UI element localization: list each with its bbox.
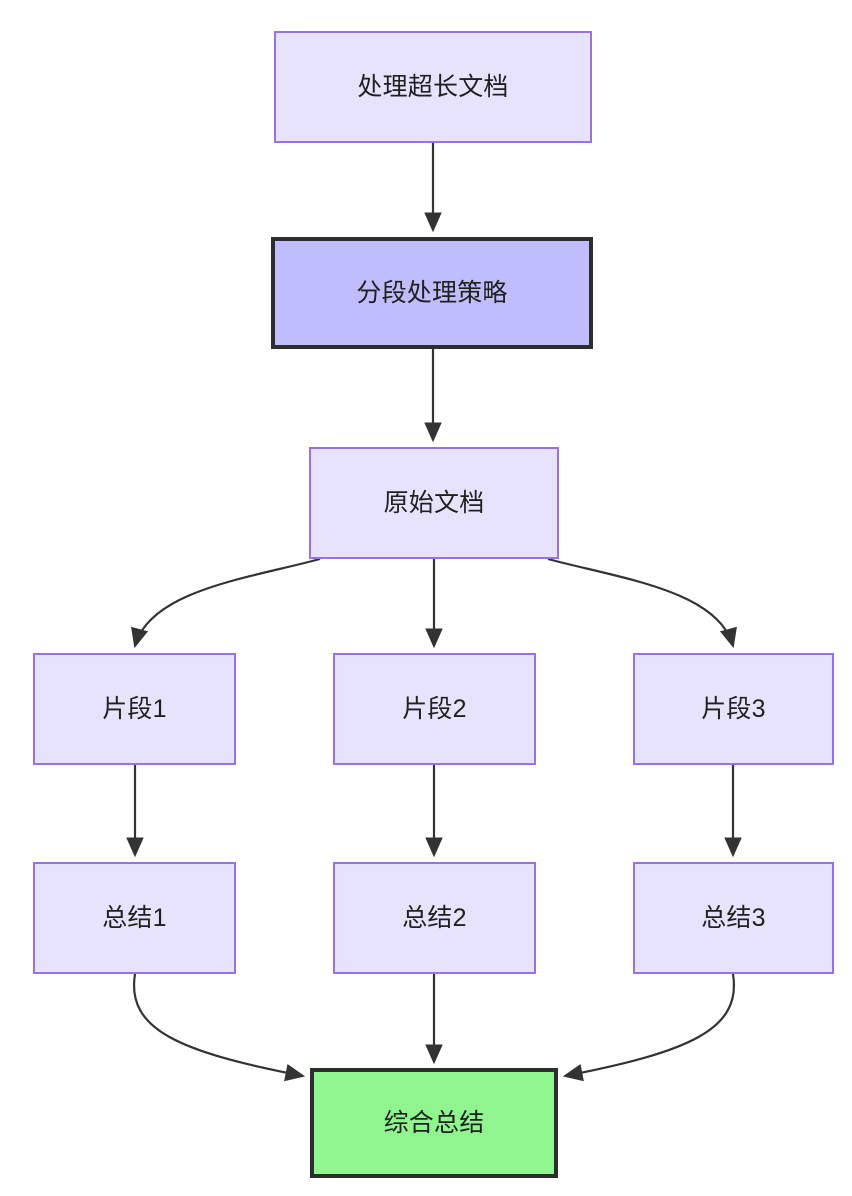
node-summary-2[interactable]: 总结2 bbox=[333, 862, 536, 974]
node-fragment-2-label: 片段2 bbox=[402, 695, 467, 723]
node-summary-1-label: 总结1 bbox=[102, 904, 167, 932]
node-fragment-3-label: 片段3 bbox=[701, 695, 766, 723]
node-summary-2-label: 总结2 bbox=[402, 904, 467, 932]
node-final-summary-label: 综合总结 bbox=[383, 1109, 485, 1137]
node-final-summary[interactable]: 综合总结 bbox=[310, 1068, 558, 1178]
node-source-document-label: 原始文档 bbox=[383, 489, 485, 517]
edge-sum3-to-final bbox=[562, 973, 736, 1082]
node-fragment-1[interactable]: 片段1 bbox=[33, 653, 236, 765]
node-fragment-1-label: 片段1 bbox=[102, 695, 167, 723]
node-fragment-3[interactable]: 片段3 bbox=[633, 653, 834, 765]
edge-sum1-to-final bbox=[132, 973, 306, 1082]
node-summary-3[interactable]: 总结3 bbox=[633, 862, 834, 974]
node-source-document[interactable]: 原始文档 bbox=[309, 447, 559, 559]
edge-source-to-frag3 bbox=[547, 557, 737, 649]
edge-source-to-frag1 bbox=[131, 557, 321, 649]
node-strategy[interactable]: 分段处理策略 bbox=[271, 237, 593, 349]
node-start[interactable]: 处理超长文档 bbox=[274, 31, 592, 143]
node-start-label: 处理超长文档 bbox=[357, 73, 509, 101]
node-summary-1[interactable]: 总结1 bbox=[33, 862, 236, 974]
node-strategy-label: 分段处理策略 bbox=[356, 279, 508, 307]
node-summary-3-label: 总结3 bbox=[701, 904, 766, 932]
node-fragment-2[interactable]: 片段2 bbox=[333, 653, 536, 765]
